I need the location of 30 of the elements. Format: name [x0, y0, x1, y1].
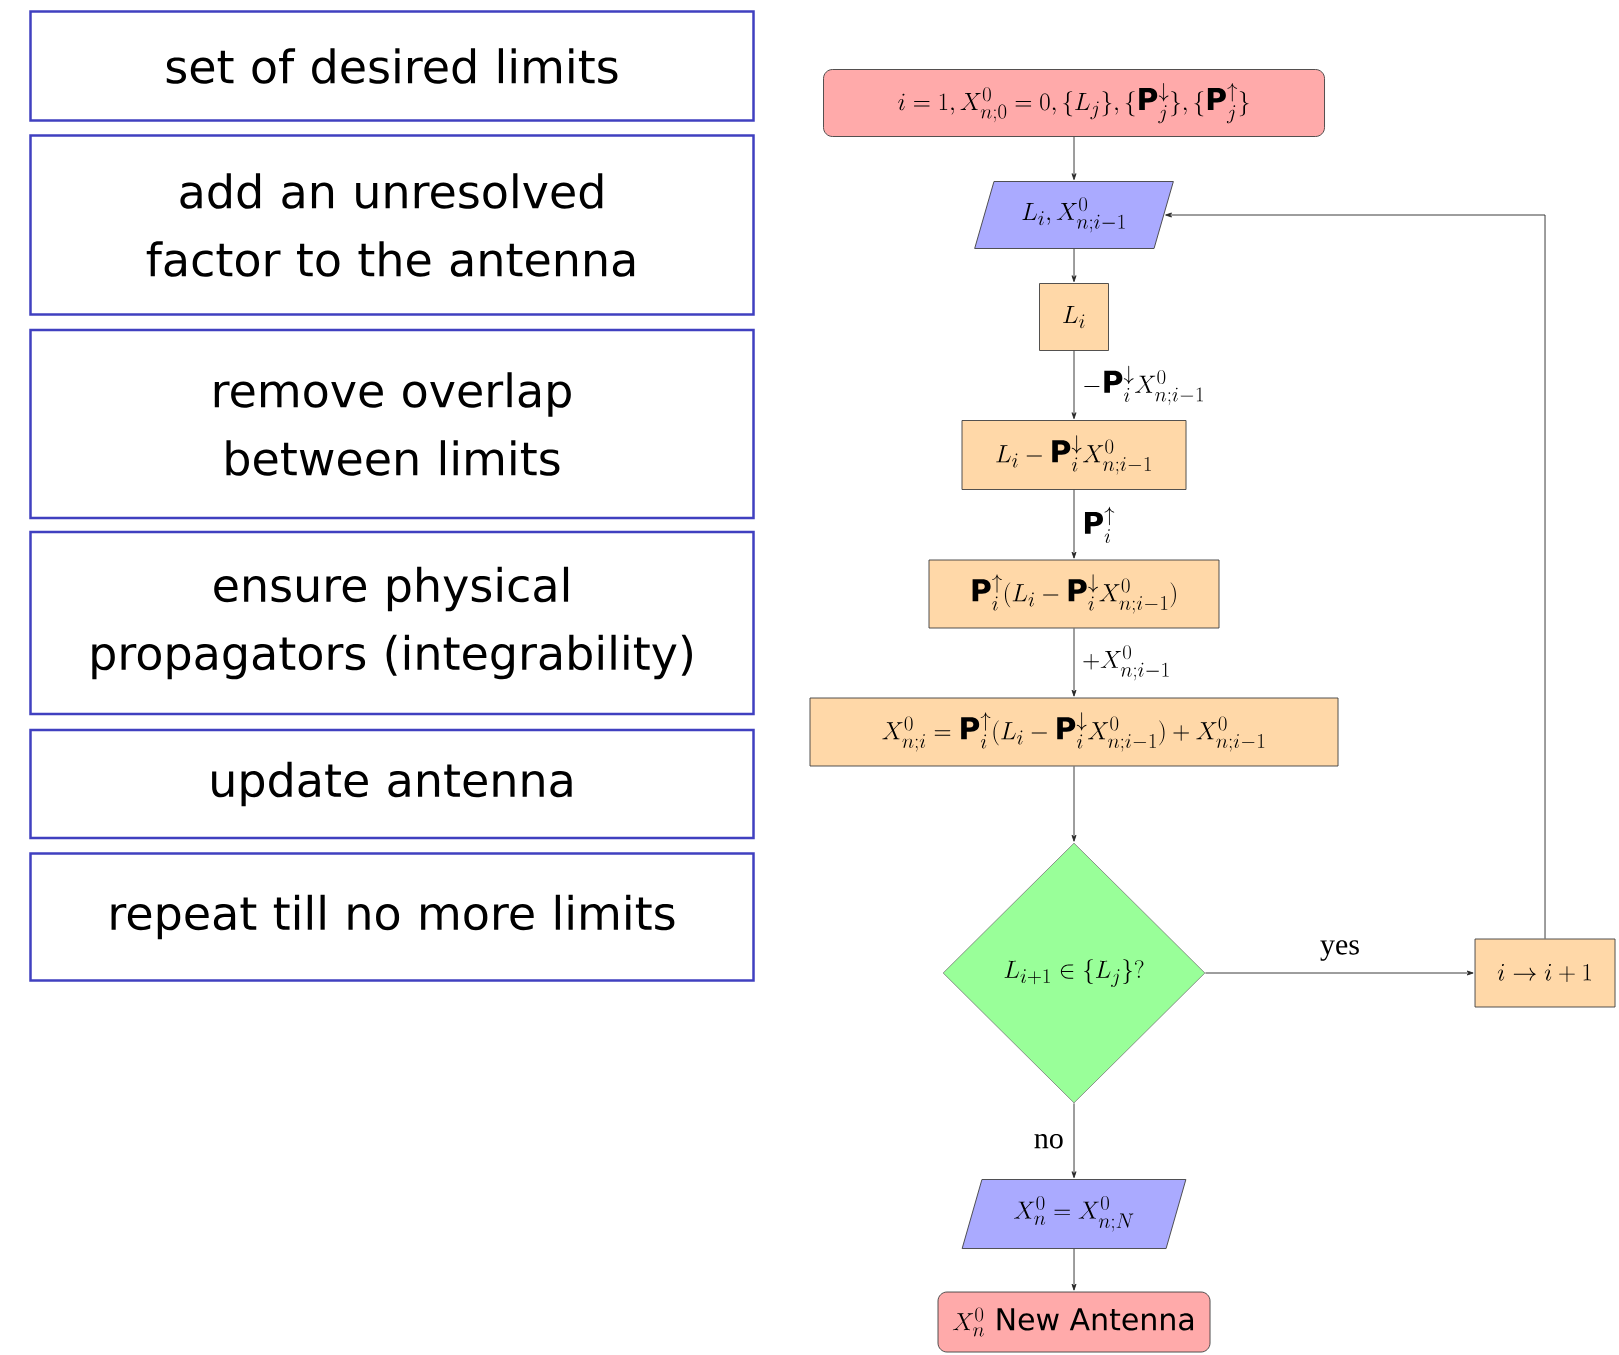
- arrow: [1071, 136, 1077, 181]
- process-box: $i\to i+1$: [1474, 938, 1616, 1008]
- step-box: remove overlap between limits: [29, 328, 755, 520]
- edge-label: no: [1031, 1132, 1066, 1151]
- edge-label: $-\mathbf{P}^{\downarrow}_i X^0_{n;i-1}$: [1080, 363, 1207, 408]
- step-box: set of desired limits: [29, 10, 755, 122]
- step-box: ensure physical propagators (integrability): [29, 530, 755, 716]
- arrow: [1071, 766, 1077, 842]
- process-box: $X^0_{n;i}=\mathbf{P}^{\uparrow}_i(L_i-\mathbf{P}^{\downarrow}_i X^0_{n;i-1})+X^0_{n;i-1}$: [809, 697, 1339, 767]
- arrow: [1071, 628, 1077, 697]
- start-end-box: $X^0_n\ \mathrm{New\ Antenna}$: [937, 1291, 1211, 1353]
- input-output-parallelogram: $X^0_n=X^0_{n;N}$: [961, 1179, 1187, 1249]
- arrow: [1071, 1102, 1077, 1179]
- step-box: add an unresolved factor to the antenna: [29, 134, 755, 316]
- arrow: [1071, 248, 1077, 283]
- arrow: [1071, 350, 1077, 420]
- edge-label: yes: [1318, 938, 1362, 963]
- process-box: $L_i$: [1039, 283, 1109, 351]
- step-box: repeat till no more limits: [29, 852, 755, 982]
- process-box: $\mathbf{P}^{\uparrow}_i(L_i-\mathbf{P}^{\downarrow}_i X^0_{n;i-1})$: [928, 559, 1220, 629]
- arrow: [1071, 489, 1077, 559]
- input-output-parallelogram: $L_i, X^0_{n;i-1}$: [974, 181, 1174, 249]
- arrow: [1071, 1248, 1077, 1291]
- edge-label: $+X^0_{n;i-1}$: [1080, 643, 1173, 683]
- process-box: $L_i-\mathbf{P}^{\downarrow}_i X^0_{n;i-1}$: [961, 420, 1187, 490]
- step-box: update antenna: [29, 728, 755, 840]
- start-end-box: $i=1, X^0_{n;0}=0, \{L_j\}, \{\mathbf{P}^{\downarrow}_j\}, \{\mathbf{P}^{\uparrow}_j\}$: [823, 69, 1325, 137]
- arrow: [1165, 212, 1546, 939]
- arrow: [1204, 970, 1474, 976]
- edge-label: $\mathbf{P}^{\uparrow}_i$: [1080, 504, 1118, 545]
